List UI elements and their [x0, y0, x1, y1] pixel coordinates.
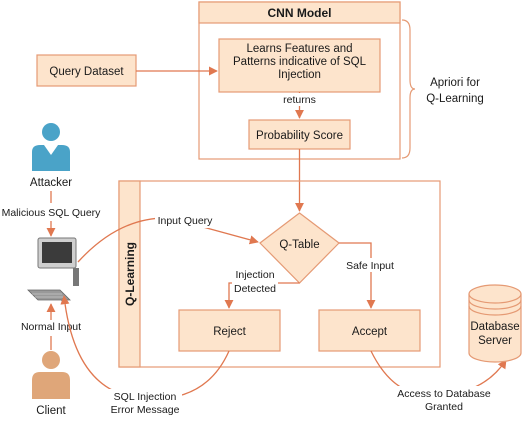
- learns-features-line3: Injection: [278, 69, 321, 81]
- computer-icon: [27, 237, 79, 302]
- database-line1: Database: [470, 321, 519, 333]
- accept-label: Accept: [352, 326, 388, 338]
- cnn-model-title: CNN Model: [268, 6, 332, 20]
- injection-detected-line1: Injection: [235, 269, 274, 281]
- safe-input-label: Safe Input: [346, 260, 394, 272]
- attacker-label: Attacker: [30, 177, 72, 189]
- attacker-icon: [32, 123, 70, 171]
- cnn-model-header: [198, 1, 401, 24]
- learns-features-line1: Learns Features and: [246, 43, 352, 55]
- access-granted-line1: Access to Database: [397, 388, 491, 400]
- access-granted-line2: Granted: [425, 401, 463, 413]
- apriori-line1: Apriori for: [430, 77, 480, 89]
- client-icon: [32, 351, 70, 399]
- returns-label: returns: [283, 94, 316, 106]
- client-label: Client: [36, 405, 66, 417]
- query-dataset-label: Query Dataset: [49, 66, 124, 78]
- query-dataset-box: [36, 54, 137, 87]
- learns-features-box: [218, 38, 381, 93]
- reject-label: Reject: [213, 326, 246, 338]
- database-line2: Server: [478, 335, 512, 347]
- probability-score-label: Probability Score: [256, 130, 343, 142]
- accept-box: [318, 309, 421, 352]
- qlearning-title: Q-Learning: [123, 242, 137, 306]
- apriori-line2: Q-Learning: [426, 93, 484, 105]
- error-message-line1: SQL Injection: [114, 391, 177, 403]
- malicious-query-label: Malicious SQL Query: [2, 207, 102, 219]
- probability-score-box: [248, 119, 351, 150]
- apriori-brace: [401, 19, 416, 159]
- error-message-line2: Error Message: [111, 404, 180, 416]
- injection-detected-line2: Detected: [234, 283, 276, 295]
- reject-box: [178, 309, 281, 352]
- learns-features-line2: Patterns indicative of SQL: [233, 56, 367, 68]
- database-icon: [468, 284, 522, 363]
- input-query-label: Input Query: [158, 215, 214, 227]
- qtable-label: Q-Table: [279, 239, 319, 251]
- normal-input-label: Normal Input: [21, 321, 81, 333]
